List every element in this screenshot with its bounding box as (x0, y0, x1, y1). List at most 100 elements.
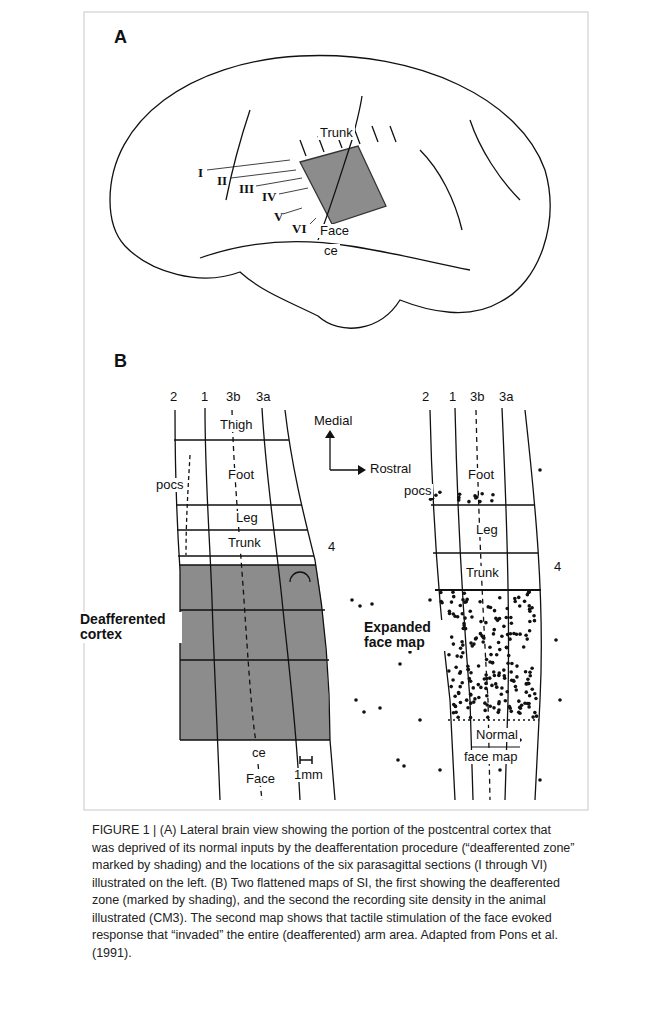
recording-site-dot (494, 682, 498, 686)
recording-site-dot (492, 632, 496, 636)
recording-site-dot (528, 629, 532, 633)
area-border (175, 410, 180, 740)
recording-site-dot (493, 674, 497, 678)
area-label: 4 (552, 560, 563, 574)
section-number: II (215, 174, 229, 188)
region-label: Leg (234, 511, 260, 525)
recording-site-dot (479, 686, 483, 690)
recording-sites (350, 468, 562, 782)
area-border (205, 408, 220, 800)
recording-site-dot (472, 642, 476, 646)
recording-site-dot (484, 682, 488, 686)
area-border (285, 410, 335, 800)
sulcus-label: ce (322, 244, 340, 258)
recording-site-dot (507, 654, 511, 658)
recording-site-dot (460, 681, 464, 685)
recording-site-dot (459, 604, 463, 608)
recording-site-dot (396, 758, 400, 762)
area-border (525, 410, 541, 800)
recording-site-dot (452, 595, 456, 599)
recording-site-dot (402, 764, 406, 768)
recording-site-dot (490, 684, 494, 688)
recording-site-dot (350, 598, 354, 602)
recording-site-dot (500, 686, 504, 690)
area-border (430, 410, 455, 800)
recording-site-dot (493, 609, 497, 613)
recording-site-dot (480, 492, 484, 496)
recording-site-dot (527, 702, 531, 706)
recording-site-dot (468, 677, 472, 681)
area-label: 2 (420, 390, 431, 404)
recording-site-dot (474, 496, 478, 500)
recording-site-dot (450, 635, 454, 639)
recording-site-dot (492, 706, 496, 710)
recording-site-dot (498, 768, 502, 772)
recording-site-dot (508, 637, 512, 641)
recording-site-dot (512, 679, 516, 683)
recording-site-dot (454, 711, 458, 715)
recording-site-dot (489, 653, 493, 657)
left-map (174, 408, 366, 800)
recording-site-dot (528, 694, 532, 698)
recording-site-dot (471, 686, 475, 690)
recording-site-dot (530, 666, 534, 670)
recording-site-dot (522, 645, 526, 649)
recording-site-dot (438, 490, 442, 494)
recording-site-dot (457, 692, 461, 696)
recording-site-dot (533, 692, 537, 696)
recording-site-dot (447, 669, 451, 673)
recording-site-dot (538, 778, 542, 782)
recording-site-dot (528, 674, 532, 678)
section-number: I (196, 166, 205, 180)
recording-site-dot (533, 711, 537, 715)
recording-site-dot (506, 661, 510, 665)
recording-site-dot (458, 685, 462, 689)
area-label: 4 (326, 540, 337, 554)
figure-frame (84, 12, 588, 810)
recording-site-dot (454, 705, 458, 709)
recording-site-dot (526, 678, 530, 682)
recording-site-dot (463, 592, 467, 596)
recording-site-dot (514, 685, 518, 689)
recording-site-dot (505, 607, 509, 611)
recording-site-dot (488, 660, 492, 664)
recording-site-dot (462, 622, 466, 626)
deafferented-cortex-shading (180, 565, 330, 740)
recording-site-dot (523, 701, 527, 705)
recording-site-dot (528, 609, 532, 613)
region-label: Deafferented cortex (78, 612, 182, 643)
recording-site-dot (469, 716, 473, 720)
recording-site-dot (497, 674, 501, 678)
recording-site-dot (479, 620, 483, 624)
pocs-line (186, 455, 190, 555)
recording-site-dot (466, 706, 470, 710)
recording-site-dot (502, 625, 506, 629)
recording-site-dot (495, 653, 499, 657)
recording-site-dot (460, 640, 464, 644)
recording-site-dot (524, 690, 528, 694)
recording-site-dot (523, 600, 527, 604)
recording-site-dot (517, 699, 521, 703)
recording-site-dot (483, 709, 487, 713)
recording-site-dot (451, 612, 455, 616)
recording-site-dot (450, 600, 454, 604)
figure-caption: FIGURE 1 | (A) Lateral brain view showin… (92, 822, 576, 962)
recording-site-dot (370, 602, 374, 606)
recording-site-dot (477, 664, 481, 668)
recording-site-dot (474, 637, 478, 641)
recording-site-dot (449, 685, 453, 689)
recording-site-dot (517, 596, 521, 600)
region-label: Foot (466, 468, 496, 482)
recording-site-dot (485, 694, 489, 698)
recording-site-dot (496, 711, 500, 715)
region-label: Expanded face map (362, 620, 450, 651)
section-leaders (207, 160, 316, 224)
section-ticks (300, 126, 396, 156)
recording-site-dot (482, 636, 486, 640)
recording-site-dot (459, 701, 463, 705)
recording-site-dot (486, 715, 490, 719)
recording-site-dot (447, 653, 451, 657)
recording-site-dot (472, 700, 476, 704)
recording-site-dot (515, 664, 519, 668)
section-number: VI (290, 222, 308, 236)
